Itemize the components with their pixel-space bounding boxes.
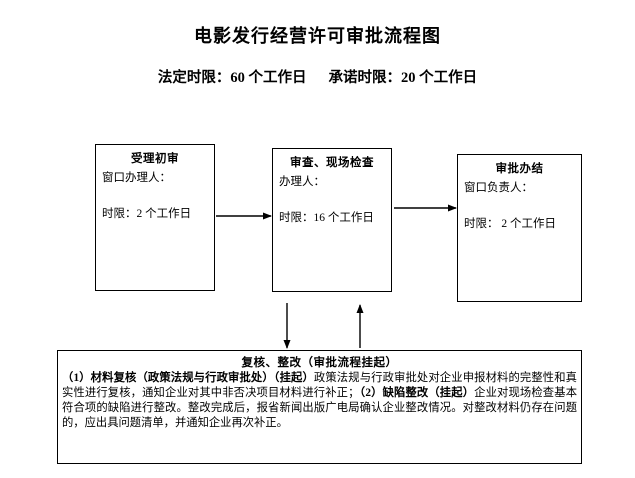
process-box-review-title: 审查、现场检查 <box>290 157 374 169</box>
process-box-approve-title: 审批办结 <box>495 163 544 175</box>
note-item1-text: 政策法规与行政审批处对企业申报材料的完整性和真实性进行复核，通知企业对其中非否决… <box>62 372 577 399</box>
process-box-review-duration: 时限：16 个工作日 <box>279 212 374 224</box>
time-limit-subtitle: 法定时限：60 个工作日 承诺时限：20 个工作日 <box>0 66 635 87</box>
note-item1-label: （1）材料复核（政策法规与行政审批处）（挂起） <box>62 372 314 384</box>
promised-time-limit: 承诺时限：20 个工作日 <box>328 70 478 86</box>
process-box-accept-handler: 窗口办理人： <box>102 172 171 184</box>
note-box-title: 复核、整改（审批流程挂起） <box>241 357 398 369</box>
process-box-approve-handler: 窗口负责人： <box>464 182 533 194</box>
process-box-approve-duration: 时限： 2 个工作日 <box>464 218 556 230</box>
process-box-accept[interactable]: 受理初审 窗口办理人： 时限：2 个工作日 <box>95 144 215 291</box>
note-box-rework[interactable]: 复核、整改（审批流程挂起） （1）材料复核（政策法规与行政审批处）（挂起）政策法… <box>57 350 582 464</box>
note-item2-text: 企业对现场检查基本符合项的缺陷进行整改。整改完成后，报省新闻出版广电局确认企业整… <box>62 387 577 429</box>
process-box-approve[interactable]: 审批办结 窗口负责人： 时限： 2 个工作日 <box>457 154 582 302</box>
process-box-review-handler: 办理人： <box>279 176 325 188</box>
statutory-time-limit: 法定时限：60 个工作日 <box>157 70 307 86</box>
process-box-accept-duration: 时限：2 个工作日 <box>102 208 192 220</box>
note-item2-label: （2）缺陷整改（挂起） <box>359 387 475 399</box>
note-box-body: （1）材料复核（政策法规与行政审批处）（挂起）政策法规与行政审批处对企业申报材料… <box>62 371 577 431</box>
process-box-accept-title: 受理初审 <box>131 153 179 165</box>
page-title: 电影发行经营许可审批流程图 <box>194 26 441 46</box>
process-box-review[interactable]: 审查、现场检查 办理人： 时限：16 个工作日 <box>272 148 392 292</box>
